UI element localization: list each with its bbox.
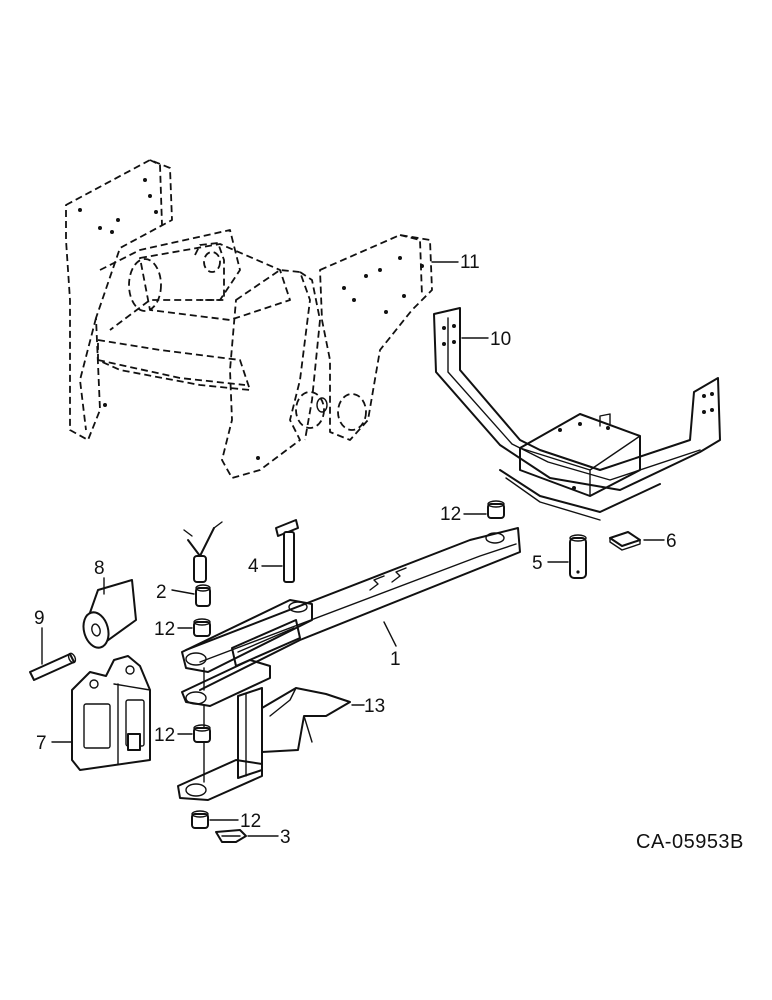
callout-10: 10: [490, 329, 511, 350]
rear-housing-part-11: 11: [65, 159, 480, 479]
callout-1: 1: [390, 649, 401, 670]
callout-12-top: 12: [440, 504, 461, 525]
callout-5: 5: [532, 553, 543, 574]
bracket-part-13: 13: [261, 687, 385, 753]
callout-4: 4: [248, 556, 259, 577]
clip-part-3: 3: [215, 827, 291, 848]
callout-3: 3: [280, 827, 291, 848]
callout-9: 9: [34, 608, 45, 629]
roller-part-8: 8: [82, 558, 137, 649]
clevis-part-7: 7: [36, 655, 151, 771]
spacer-part-12: 12 12 12 12: [154, 500, 505, 832]
callout-12-mid: 12: [154, 725, 175, 746]
hitch-pin-part-2: 2: [156, 521, 223, 607]
support-frame-part-10: 10: [433, 307, 721, 521]
callout-11: 11: [460, 252, 480, 273]
plate-part-6: 6: [609, 531, 677, 552]
drawing-code: CA-05953B: [636, 831, 744, 853]
t-pin-part-4: 4: [248, 519, 299, 583]
callout-12-bottom: 12: [240, 811, 261, 832]
callout-12-upper: 12: [154, 619, 175, 640]
callout-13: 13: [364, 696, 385, 717]
straight-pin-part-9: 9: [29, 608, 77, 681]
callout-8: 8: [94, 558, 105, 579]
callout-6: 6: [666, 531, 677, 552]
pin-part-5: 5: [532, 534, 587, 579]
drawbar-part-1: 1: [177, 527, 521, 801]
callout-2: 2: [156, 582, 167, 603]
callout-7: 7: [36, 733, 47, 754]
